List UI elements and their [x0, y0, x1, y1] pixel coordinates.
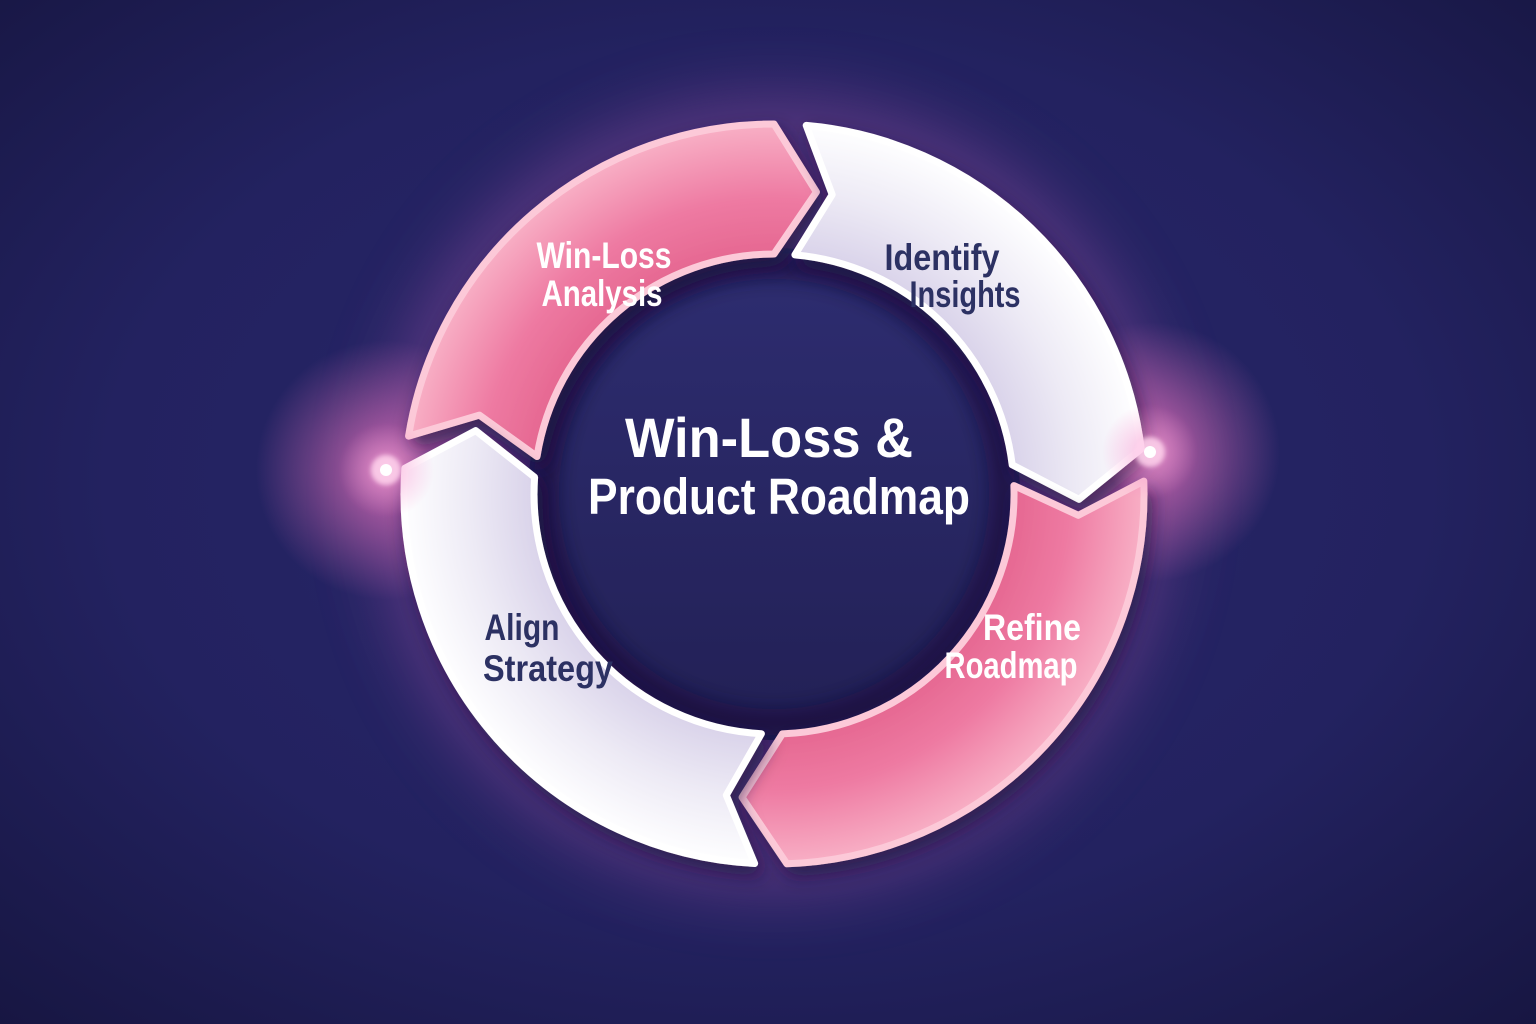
sparkle-core-1 — [1144, 446, 1156, 458]
center-title: Win-Loss &Product Roadmap — [588, 406, 970, 525]
sparkle-core-0 — [380, 464, 392, 476]
label-win-loss-analysis-line2: Analysis — [542, 273, 663, 314]
label-win-loss-analysis-line1: Win-Loss — [537, 235, 672, 276]
segment-win-loss-analysis — [405, 120, 820, 460]
segment-refine-roadmap — [738, 477, 1148, 868]
label-identify-insights-line1: Identify — [885, 237, 1000, 278]
center-title-line1: Win-Loss & — [625, 406, 913, 469]
label-refine-roadmap-line1: Refine — [983, 607, 1081, 648]
label-identify-insights-line2: Insights — [910, 274, 1021, 315]
label-refine-roadmap-line2: Roadmap — [945, 645, 1078, 686]
cycle-ring — [400, 120, 1148, 868]
label-align-strategy-line1: Align — [485, 607, 560, 648]
label-align-strategy-line2: Strategy — [483, 648, 613, 689]
center-disc — [528, 248, 1020, 740]
center-title-line2: Product Roadmap — [588, 468, 970, 525]
center-disc-inner-shadow — [533, 253, 1015, 735]
